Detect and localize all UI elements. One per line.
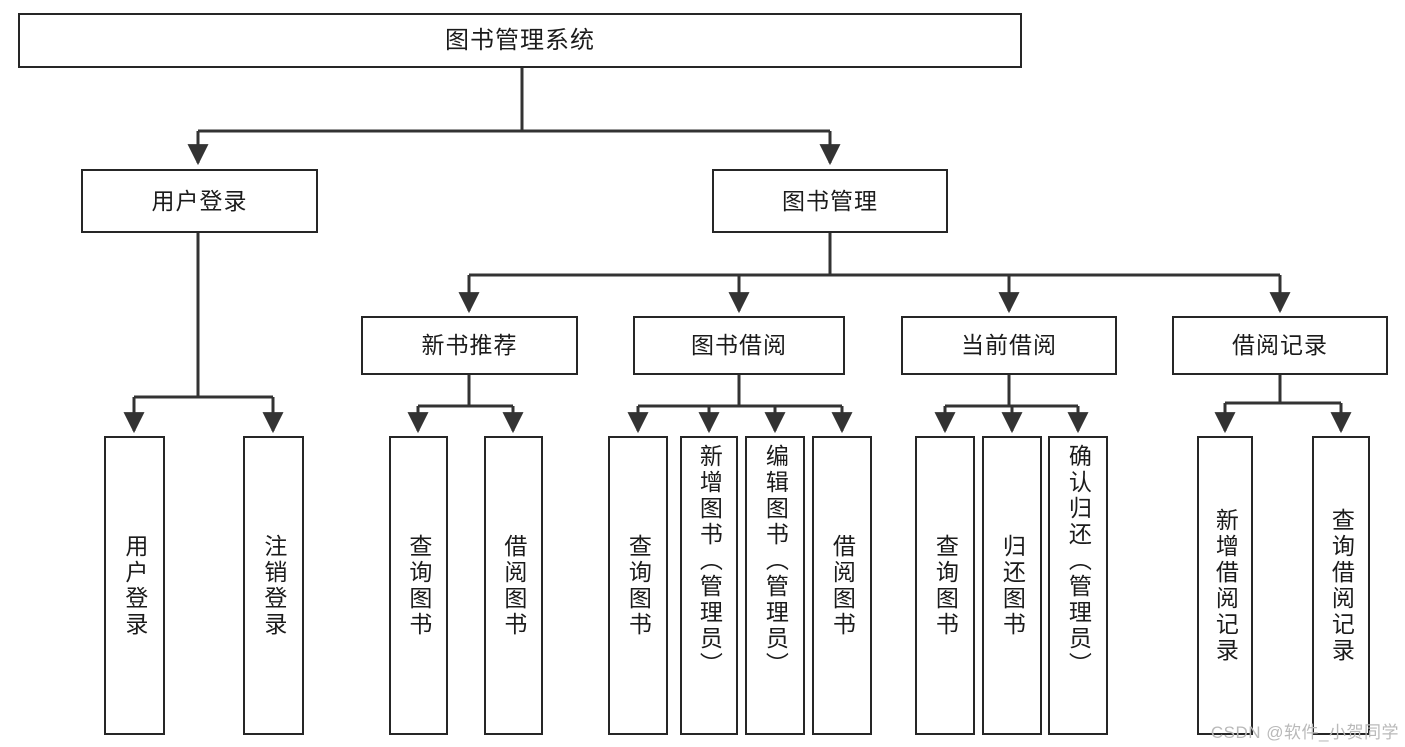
node-root-system[interactable]: 图书管理系统 bbox=[18, 13, 1022, 68]
leaf-borrow-edit-book-admin[interactable]: 编辑图书（管理员） bbox=[745, 436, 805, 735]
node-label: 用户登录 bbox=[121, 533, 148, 638]
node-borrow-record[interactable]: 借阅记录 bbox=[1172, 316, 1388, 375]
node-label: 新增图书（管理员） bbox=[696, 444, 723, 678]
csdn-watermark: CSDN @软件_小贺同学 bbox=[1210, 723, 1399, 742]
node-label: 新书推荐 bbox=[421, 332, 518, 358]
node-user-login[interactable]: 用户登录 bbox=[81, 169, 318, 233]
node-label: 确认归还（管理员） bbox=[1065, 444, 1092, 678]
node-label: 编辑图书（管理员） bbox=[762, 444, 789, 678]
node-label: 图书管理 bbox=[782, 187, 878, 214]
node-book-management[interactable]: 图书管理 bbox=[712, 169, 948, 233]
leaf-user-login-signin[interactable]: 用户登录 bbox=[104, 436, 165, 735]
node-label: 新增借阅记录 bbox=[1212, 507, 1239, 664]
leaf-borrow-query-book[interactable]: 查询图书 bbox=[608, 436, 668, 735]
node-label: 用户登录 bbox=[151, 187, 248, 214]
node-label: 查询图书 bbox=[932, 533, 959, 638]
leaf-record-query-record[interactable]: 查询借阅记录 bbox=[1312, 436, 1370, 735]
leaf-current-confirm-return-admin[interactable]: 确认归还（管理员） bbox=[1048, 436, 1108, 735]
node-label: 查询图书 bbox=[405, 533, 432, 638]
node-label: 查询图书 bbox=[625, 533, 652, 638]
leaf-borrow-borrow-book[interactable]: 借阅图书 bbox=[812, 436, 872, 735]
leaf-current-query-book[interactable]: 查询图书 bbox=[915, 436, 975, 735]
node-label: 图书管理系统 bbox=[445, 26, 595, 54]
node-label: 归还图书 bbox=[999, 533, 1026, 638]
node-label: 借阅图书 bbox=[500, 533, 527, 638]
node-label: 图书借阅 bbox=[691, 332, 787, 358]
node-new-book-recommend[interactable]: 新书推荐 bbox=[361, 316, 578, 375]
leaf-user-login-signout[interactable]: 注销登录 bbox=[243, 436, 304, 735]
node-current-borrow[interactable]: 当前借阅 bbox=[901, 316, 1117, 375]
node-label: 注销登录 bbox=[260, 533, 287, 638]
node-label: 借阅图书 bbox=[829, 533, 856, 638]
leaf-record-add-record[interactable]: 新增借阅记录 bbox=[1197, 436, 1253, 735]
node-label: 当前借阅 bbox=[961, 332, 1057, 358]
leaf-recommend-query-book[interactable]: 查询图书 bbox=[389, 436, 448, 735]
node-label: 查询借阅记录 bbox=[1328, 507, 1355, 664]
leaf-recommend-borrow-book[interactable]: 借阅图书 bbox=[484, 436, 543, 735]
node-book-borrow[interactable]: 图书借阅 bbox=[633, 316, 845, 375]
leaf-current-return-book[interactable]: 归还图书 bbox=[982, 436, 1042, 735]
leaf-borrow-add-book-admin[interactable]: 新增图书（管理员） bbox=[680, 436, 738, 735]
node-label: 借阅记录 bbox=[1232, 332, 1328, 358]
